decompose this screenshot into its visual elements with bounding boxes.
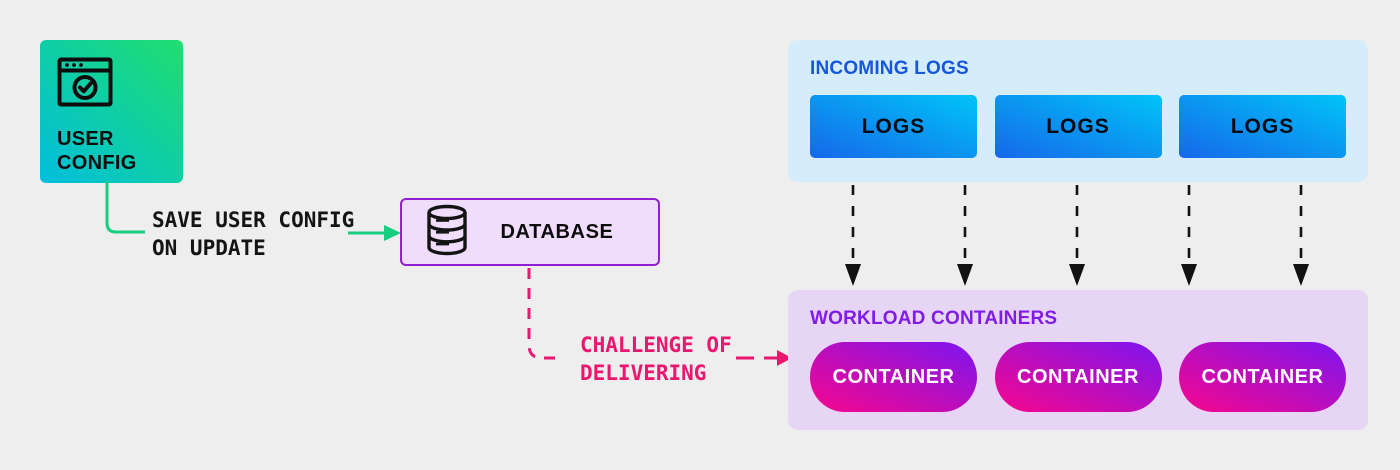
save-user-config-annotation: SAVE USER CONFIG ON UPDATE (152, 208, 355, 260)
containers-row: CONTAINER CONTAINER CONTAINER (810, 342, 1346, 412)
pink-dashed-connector (527, 268, 792, 366)
incoming-logs-panel: INCOMING LOGS LOGS LOGS LOGS (788, 40, 1368, 182)
green-elbow-connector (105, 181, 401, 241)
user-config-label: USER CONFIG (57, 128, 137, 174)
container-pill: CONTAINER (994, 342, 1162, 412)
logs-box: LOGS (1179, 95, 1346, 158)
logs-box: LOGS (810, 95, 977, 158)
workload-containers-panel: WORKLOAD CONTAINERS CONTAINER CONTAINER … (788, 290, 1368, 430)
log-flow-arrow-icon (845, 185, 861, 286)
challenge-annotation: CHALLENGE OF DELIVERING (580, 333, 732, 385)
container-pill: CONTAINER (810, 342, 977, 412)
log-flow-arrow-icon (1069, 185, 1085, 286)
database-box: DATABASE (400, 198, 660, 266)
green-arrow-icon (348, 225, 401, 241)
container-pill: CONTAINER (1179, 342, 1346, 412)
log-flow-arrow-icon (1181, 185, 1197, 286)
database-label: DATABASE (500, 220, 614, 243)
log-flow-arrows (845, 185, 1309, 286)
logs-box: LOGS (994, 95, 1162, 158)
log-flow-arrow-icon (957, 185, 973, 286)
database-icon (424, 204, 470, 261)
pink-arrow-icon (764, 350, 792, 366)
logs-row: LOGS LOGS LOGS (810, 95, 1346, 158)
browser-check-icon (57, 57, 113, 111)
incoming-logs-title: INCOMING LOGS (810, 58, 969, 79)
user-config-box: USER CONFIG (40, 40, 183, 183)
log-flow-arrow-icon (1293, 185, 1309, 286)
workload-containers-title: WORKLOAD CONTAINERS (810, 308, 1058, 329)
